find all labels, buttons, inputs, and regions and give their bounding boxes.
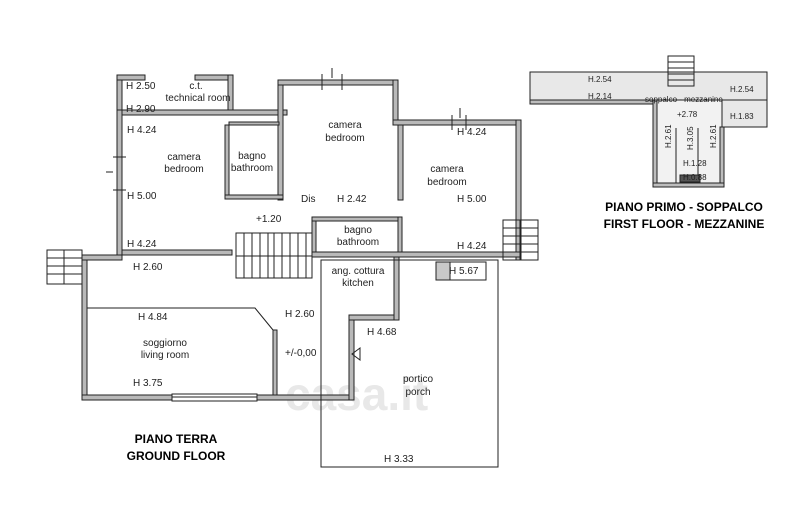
h-living-top: H 4.84	[138, 312, 168, 323]
h-living-bottom: H 3.75	[133, 378, 163, 389]
porch-it: portico	[403, 374, 433, 385]
porch-en: porch	[405, 387, 430, 398]
bathroom-mid-it: bagno	[344, 225, 372, 236]
mezzanine-labels: H.2.54 H.2.14 soppalco - mezzanine +2.78…	[588, 75, 764, 231]
kitchen-counter	[435, 261, 487, 281]
mz-level: +2.78	[677, 110, 698, 119]
living-en: living room	[141, 350, 189, 361]
h-stair-area: H 2.60	[133, 262, 163, 273]
h-bed-left-mid: H 5.00	[127, 191, 157, 202]
living-room-outline	[87, 307, 274, 331]
mz-room: soppalco - mezzanine	[645, 95, 723, 104]
kitchen-en: kitchen	[342, 278, 374, 289]
h-bed-right-mid: H 5.00	[457, 194, 487, 205]
mezzanine-caption-it: PIANO PRIMO - SOPPALCO	[605, 200, 763, 214]
h-bed-left-bottom: H 4.24	[127, 239, 157, 250]
mz-h-v1: H.2.61	[664, 124, 673, 148]
bedroom-center-it: camera	[328, 120, 362, 131]
ground-floor-caption-it: PIANO TERRA	[135, 432, 218, 446]
windows	[106, 68, 467, 402]
bedroom-left-it: camera	[167, 152, 201, 163]
mz-h-right-top: H.2.54	[730, 85, 754, 94]
bathroom-top-en: bathroom	[231, 163, 273, 174]
mz-h-left-mid: H.2.14	[588, 92, 612, 101]
h-porch: H 3.33	[384, 454, 414, 465]
right-exterior-stairs	[502, 219, 539, 261]
left-exterior-stairs	[46, 249, 83, 285]
bathroom-top-it: bagno	[238, 151, 266, 162]
h-bed-right-top: H 4.24	[457, 127, 487, 138]
ground-floor-labels: c.t. technical room H 2.50 H 2.90 H 4.24…	[126, 81, 487, 465]
level-living: +/-0,00	[285, 348, 317, 359]
h-center: H 2.60	[285, 309, 315, 320]
ground-floor-stairs	[235, 232, 313, 279]
ground-floor-walls	[81, 74, 522, 401]
mezzanine-plan	[529, 55, 768, 188]
tech-room-en: technical room	[165, 93, 230, 104]
door-marker	[351, 347, 361, 361]
h-tech-bottom: H 2.90	[126, 104, 156, 115]
level-stair: +1.20	[256, 214, 282, 225]
dis-label: Dis	[301, 194, 315, 205]
bedroom-center-en: bedroom	[325, 133, 364, 144]
tech-room-it: c.t.	[189, 81, 202, 92]
mz-h-left-top: H.2.54	[588, 75, 612, 84]
mz-h-bottom: H.0.88	[683, 173, 707, 182]
mz-h-right-mid: H.1.83	[730, 112, 754, 121]
h-corridor: H 4.68	[367, 327, 397, 338]
h-bed-right-bottom: H 4.24	[457, 241, 487, 252]
h-kitchen-right: H 5.67	[449, 266, 479, 277]
ground-floor-caption-en: GROUND FLOOR	[127, 449, 226, 463]
bedroom-right-it: camera	[430, 164, 464, 175]
mezzanine-caption-en: FIRST FLOOR - MEZZANINE	[604, 217, 765, 231]
kitchen-it: ang. cottura	[332, 266, 385, 277]
mz-h-small: H.1.28	[683, 159, 707, 168]
living-it: soggiorno	[143, 338, 187, 349]
watermark-text: casa.it	[285, 368, 428, 420]
bathroom-mid-en: bathroom	[337, 237, 379, 248]
mz-h-v2: H.3.05	[686, 126, 695, 150]
mz-h-v3: H.2.61	[709, 124, 718, 148]
bedroom-left-en: bedroom	[164, 164, 203, 175]
porch-outline	[320, 259, 499, 468]
h-tech-top: H 2.50	[126, 81, 156, 92]
bedroom-right-en: bedroom	[427, 177, 466, 188]
h-dis: H 2.42	[337, 194, 367, 205]
h-bed-left-top: H 4.24	[127, 125, 157, 136]
